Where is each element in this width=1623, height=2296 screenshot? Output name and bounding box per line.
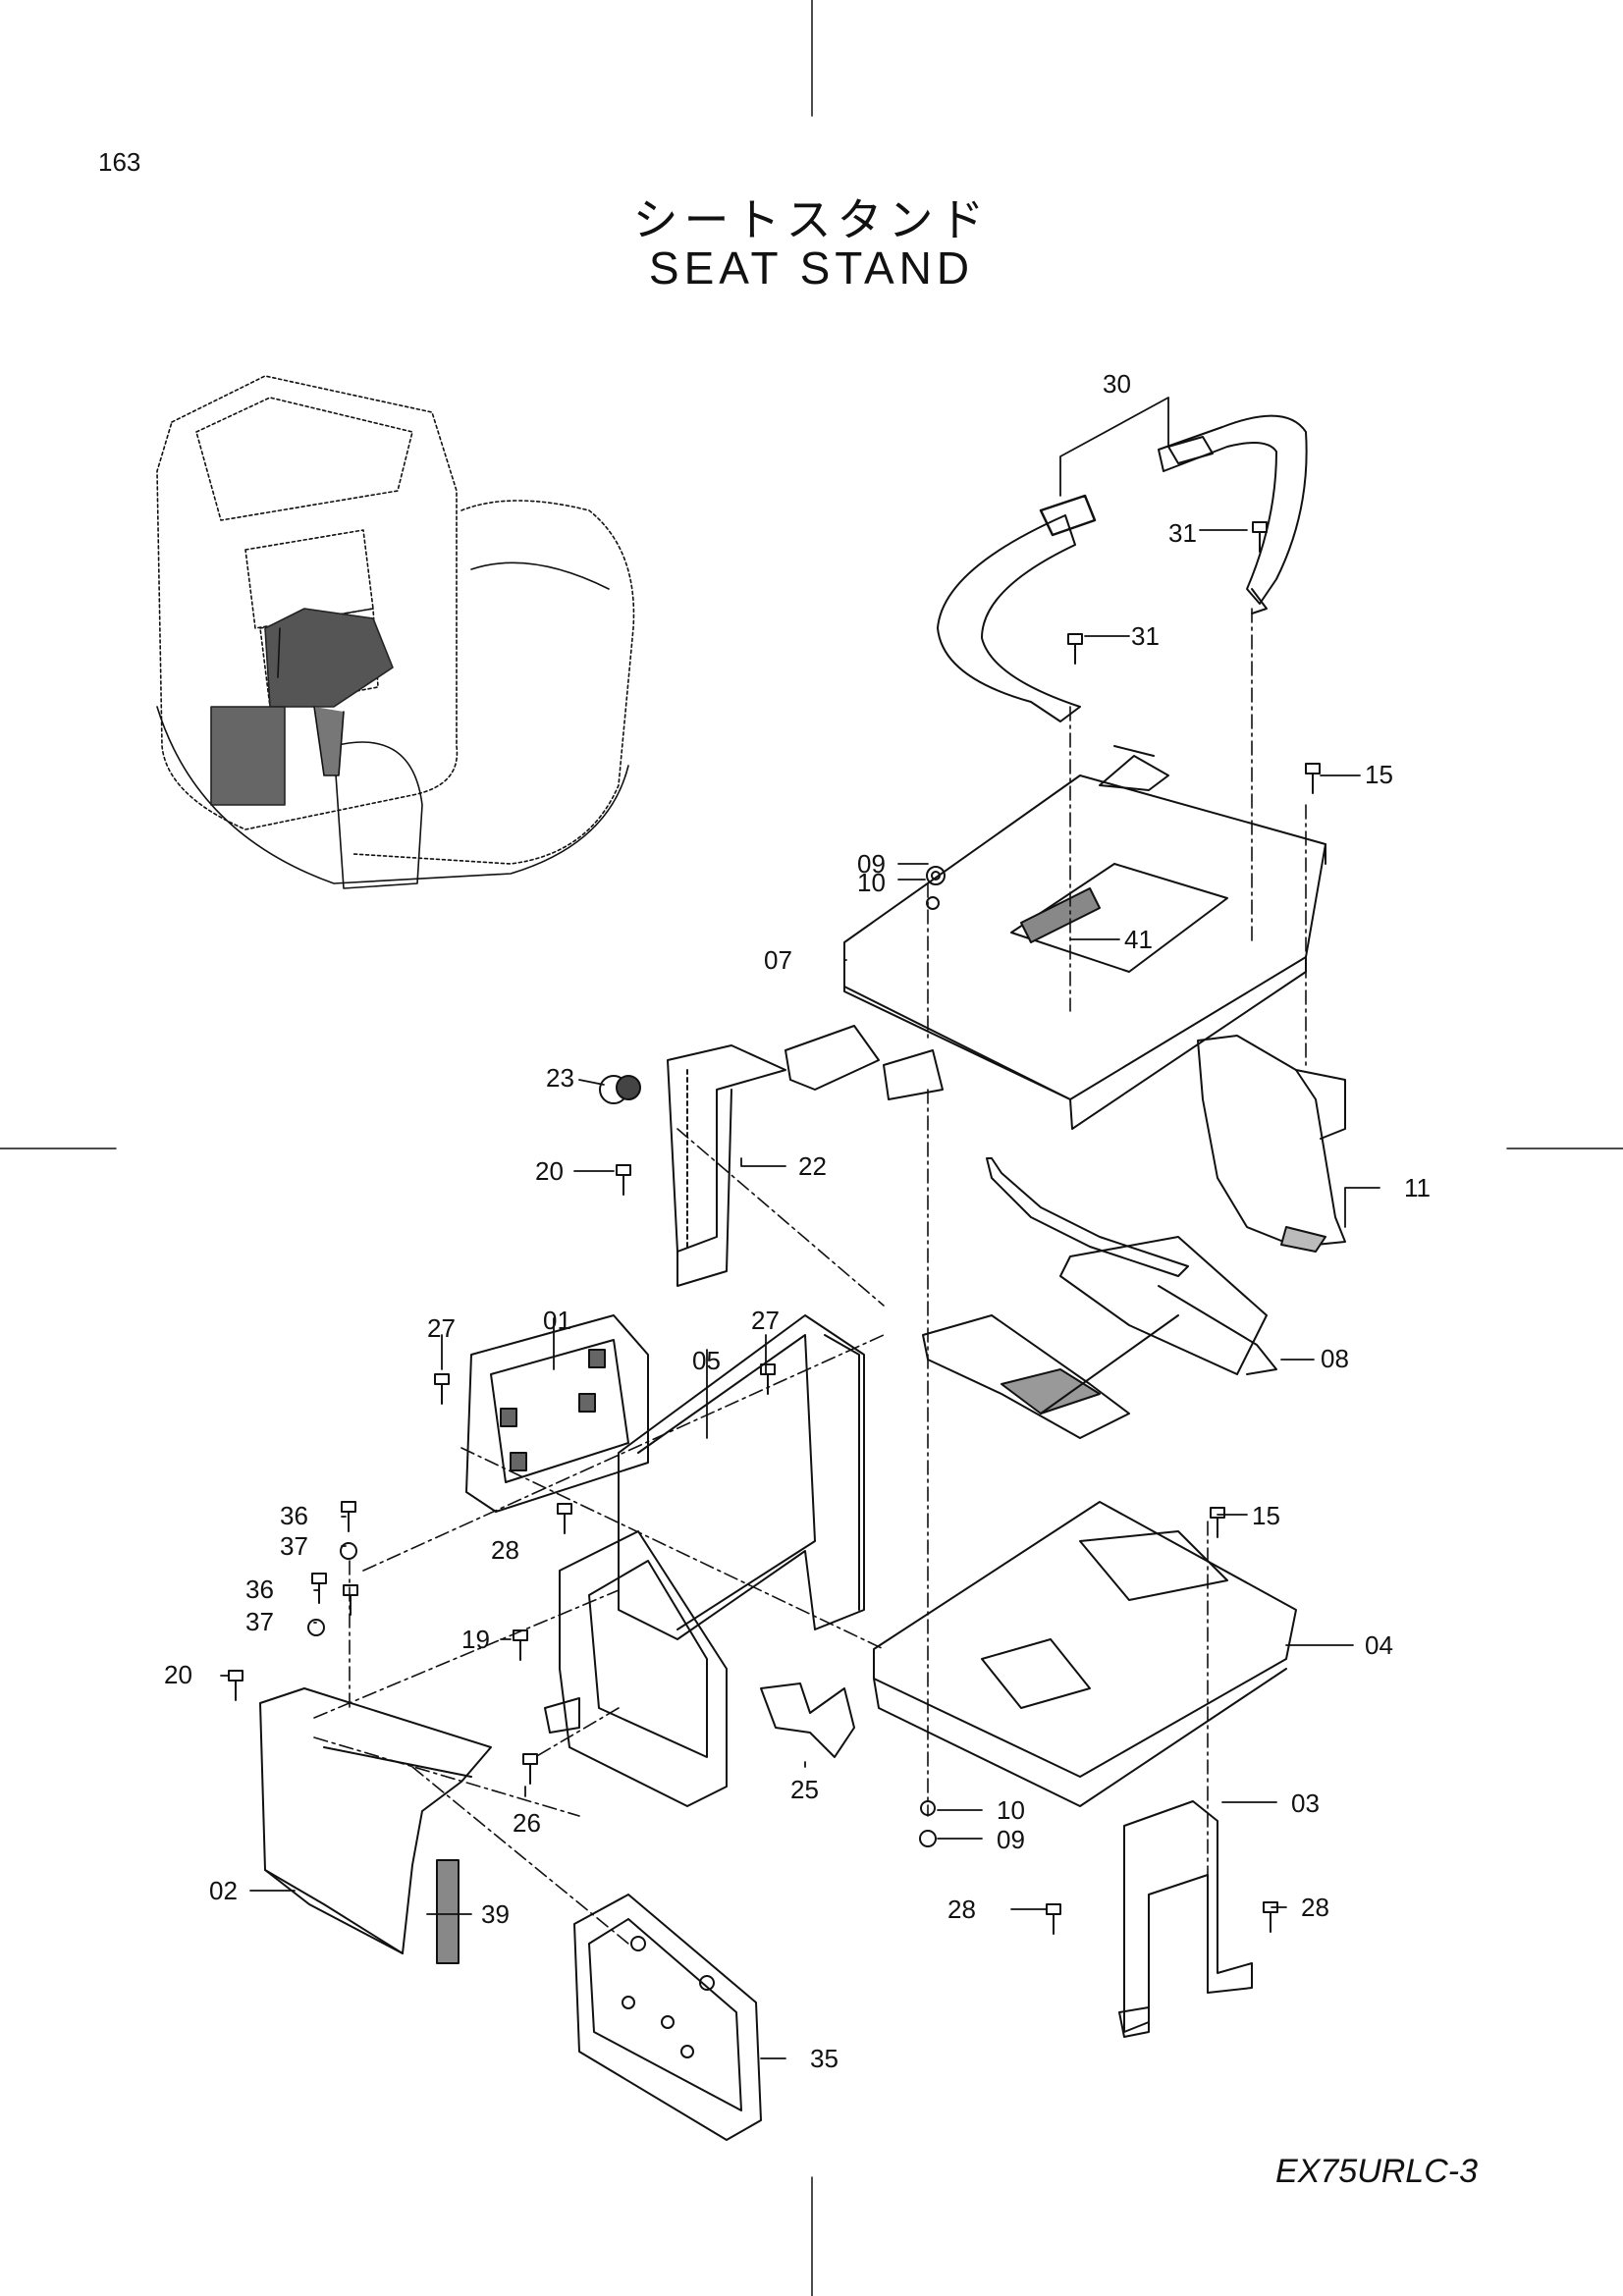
- label-37-lower: 37: [245, 1607, 274, 1636]
- title-english: SEAT STAND: [648, 242, 975, 294]
- slide-rail-assembly: [922, 1157, 1277, 1439]
- label-20-lower: 20: [164, 1660, 192, 1689]
- label-02: 02: [209, 1876, 238, 1905]
- label-15-lower: 15: [1252, 1501, 1280, 1530]
- title-japanese: シートスタンド: [632, 193, 991, 246]
- mounting-plate: [465, 1314, 649, 1513]
- floor-plate: [873, 1501, 1297, 1807]
- seat-belt: [937, 414, 1308, 722]
- excavator-cab-illustration: [156, 375, 635, 889]
- label-39: 39: [481, 1899, 510, 1929]
- label-15-upper: 15: [1365, 760, 1393, 789]
- label-08: 08: [1321, 1344, 1349, 1373]
- label-25: 25: [790, 1775, 819, 1804]
- label-37-upper: 37: [280, 1531, 308, 1561]
- label-30: 30: [1103, 369, 1131, 399]
- label-10-upper: 10: [857, 868, 886, 897]
- label-28-right: 28: [1301, 1893, 1329, 1922]
- label-35: 35: [810, 2044, 839, 2073]
- label-23: 23: [546, 1063, 574, 1093]
- label-20-upper: 20: [535, 1156, 564, 1186]
- label-11: 11: [1404, 1173, 1431, 1202]
- label-36-upper: 36: [280, 1501, 308, 1530]
- label-19: 19: [461, 1625, 490, 1654]
- label-41: 41: [1124, 925, 1153, 954]
- label-28-left: 28: [947, 1895, 976, 1924]
- label-09-upper: 09: [857, 849, 886, 879]
- label-09-lower: 09: [997, 1825, 1025, 1854]
- page-number: 163: [98, 147, 141, 177]
- frame-bracket: [618, 1314, 865, 1640]
- side-bracket: [1197, 1035, 1346, 1253]
- label-03: 03: [1291, 1789, 1320, 1818]
- assembly-center-lines: [313, 608, 1307, 1945]
- label-04: 04: [1365, 1630, 1393, 1660]
- part-labels: 30 31 31 15 09 10 07 41 23 22 20 11 08 2…: [164, 369, 1431, 2073]
- pin: [436, 1859, 460, 1964]
- label-27-right: 27: [751, 1306, 780, 1335]
- label-36-lower: 36: [245, 1575, 274, 1604]
- label-01: 01: [543, 1306, 571, 1335]
- label-05: 05: [692, 1346, 721, 1375]
- label-31-lower: 31: [1131, 621, 1160, 651]
- back-plate: [573, 1894, 762, 2141]
- seat-rail-plate: [784, 745, 1326, 1130]
- label-22: 22: [798, 1151, 827, 1181]
- model-number: EX75URLC-3: [1275, 2153, 1478, 2190]
- label-10-lower: 10: [997, 1795, 1025, 1825]
- label-31-upper: 31: [1168, 518, 1197, 548]
- stand-bracket: [544, 1530, 728, 1807]
- label-26: 26: [513, 1808, 541, 1838]
- rear-stand: [1118, 1800, 1253, 2038]
- label-07: 07: [764, 945, 792, 975]
- lower-bracket: [760, 1682, 855, 1758]
- label-27-left: 27: [427, 1313, 456, 1343]
- label-28-mid: 28: [491, 1535, 519, 1565]
- seat-stand-bracket: [599, 1044, 786, 1287]
- leader-lines: [220, 397, 1380, 2059]
